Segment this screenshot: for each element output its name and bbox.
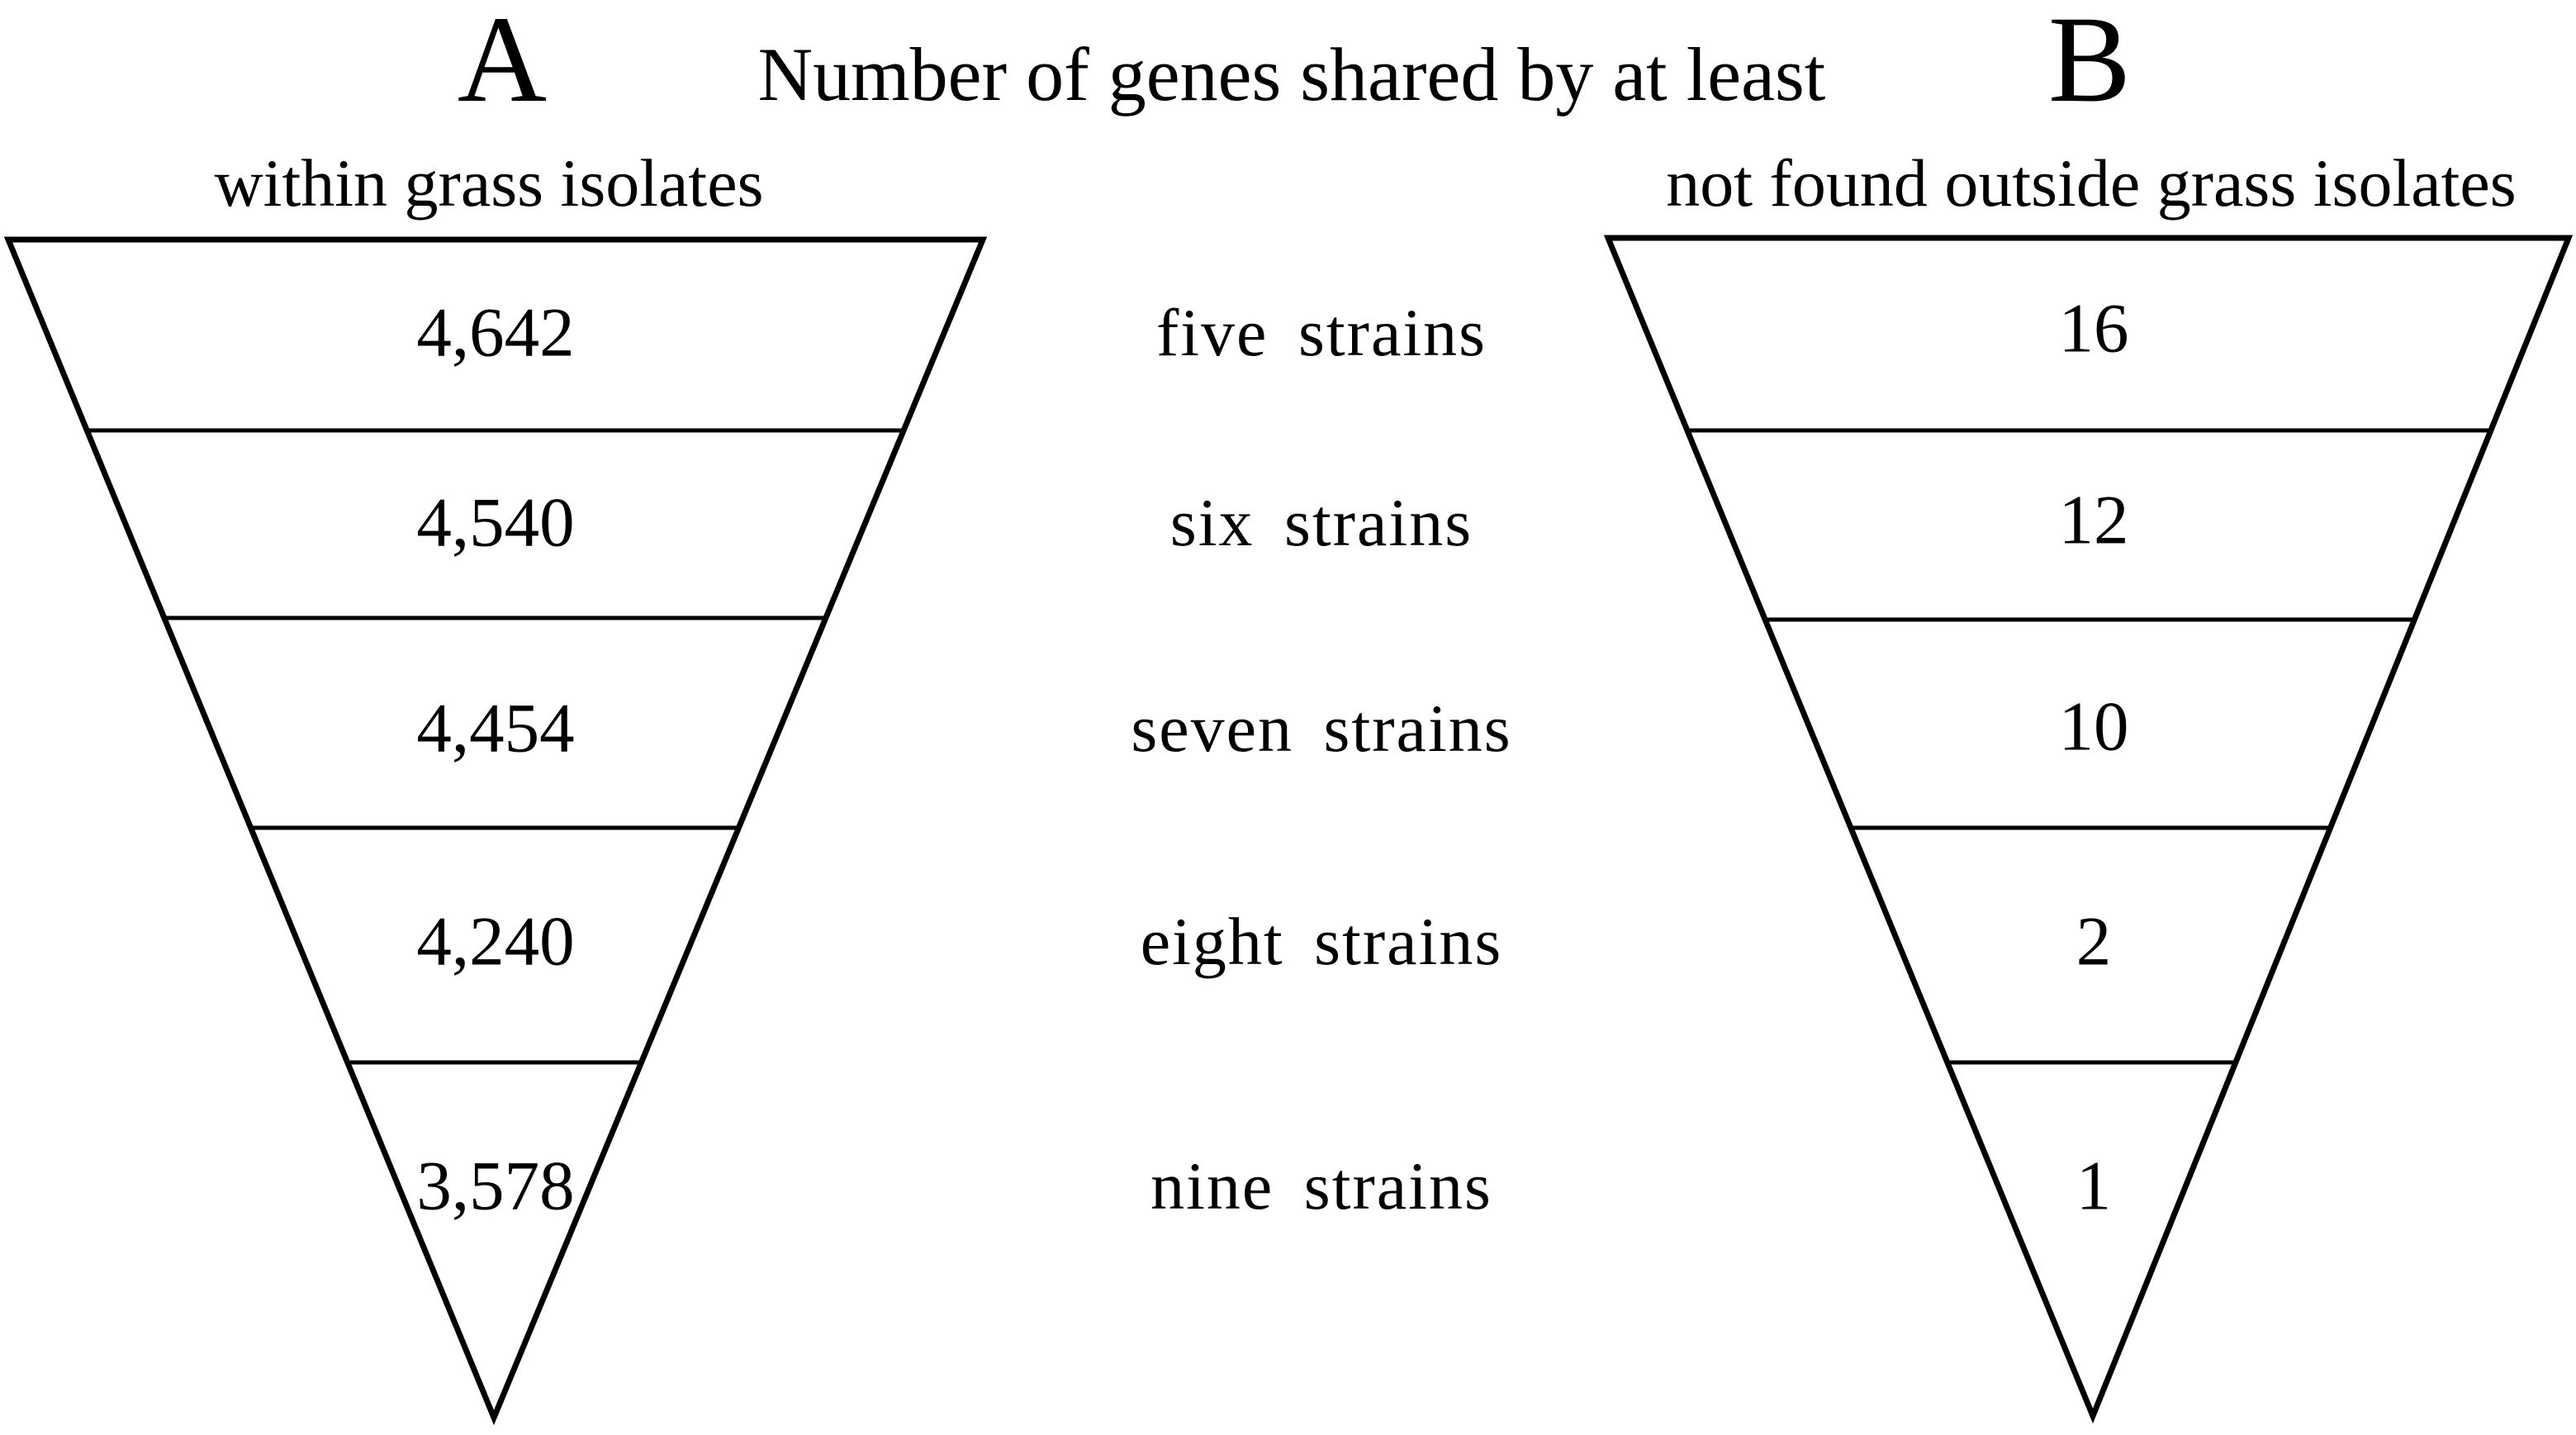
funnel-b-value-1: 16 [2058, 289, 2129, 368]
strain-label-5: nine strains [1150, 1148, 1492, 1224]
funnel-b-value-3: 10 [2058, 687, 2129, 766]
panel-b-subtitle: not found outside grass isolates [1666, 145, 2517, 221]
funnel-a-value-1: 4,642 [416, 293, 575, 372]
panel-a-letter: A [457, 0, 548, 128]
funnel-a-value-2: 4,540 [416, 483, 575, 562]
panel-a-subtitle: within grass isolates [214, 145, 764, 221]
strain-label-1: five strains [1155, 295, 1487, 370]
strain-label-4: eight strains [1140, 904, 1503, 979]
funnel-b-value-2: 12 [2058, 481, 2129, 559]
funnel-a-value-5: 3,578 [416, 1147, 575, 1225]
figure-title: Number of genes shared by at least [757, 32, 1826, 116]
strain-label-3: seven strains [1131, 691, 1512, 766]
funnel-b-value-4: 2 [2076, 902, 2112, 981]
funnel-a-value-3: 4,454 [416, 689, 575, 767]
funnel-a-value-4: 4,240 [416, 902, 575, 981]
panel-b-letter: B [2047, 0, 2132, 128]
strain-label-2: six strains [1169, 485, 1473, 560]
funnel-b-value-5: 1 [2076, 1147, 2112, 1225]
